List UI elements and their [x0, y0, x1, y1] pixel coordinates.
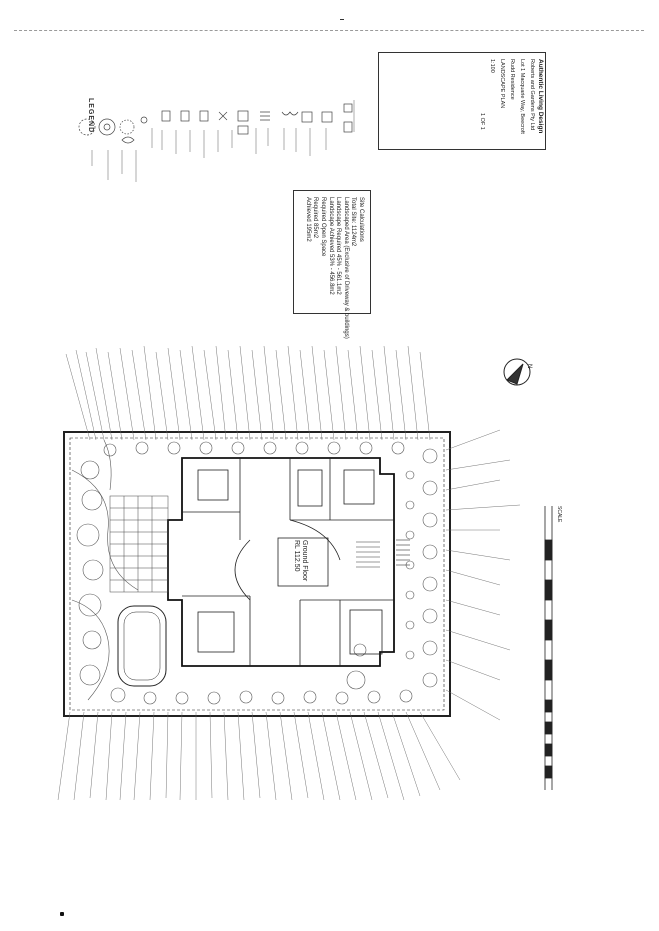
scale-bar-label: SCALE [556, 506, 562, 523]
site-note-line: Landscape Achieved 53% - 456.8m2 [327, 197, 334, 295]
east-steps [396, 539, 410, 566]
title-block-company: Authentic Living Design [537, 59, 544, 134]
site-note-line: Required 85m2 [312, 197, 319, 239]
north-arrow [503, 358, 531, 386]
title-block-scale: 1:100 [489, 59, 495, 73]
house-stair [356, 541, 380, 568]
site-note-line: Landscape Required 45% - 561.1m2 [335, 197, 342, 295]
site-note-line: Achieved 195m2 [304, 197, 311, 242]
site-note-line: Landscaped Area (Exclusive of Driveway &… [342, 197, 349, 339]
title-block: Authentic Living Design Roberts and Gard… [378, 52, 546, 150]
site-note-line: Total Site: 1124m2 [350, 197, 357, 247]
scan-mark [60, 912, 64, 916]
title-block-sheet: 1 OF 1 [479, 113, 485, 130]
scale-bar [544, 506, 553, 790]
sheet-top-rule [14, 30, 644, 31]
title-block-drawing: LANDSCAPE PLAN [499, 59, 505, 109]
title-block-client: Rudd Residence [509, 59, 515, 100]
leader-lines-south [57, 711, 461, 801]
pool [117, 605, 167, 687]
leader-lines-north [65, 345, 431, 441]
site-note-line: Site Calculations [358, 197, 364, 242]
driveway-paving [109, 495, 169, 593]
legend-text-lines [91, 100, 355, 182]
boundary-planting [76, 441, 438, 705]
leader-lines-east [445, 429, 521, 721]
legend-symbols [78, 103, 353, 144]
site-calculations-note: Site Calculations Total Site: 1124m2 Lan… [293, 190, 371, 339]
plan-centre-label: Ground Floor [301, 540, 308, 582]
title-block-project: Roberts and Gardens Pty Ltd [529, 59, 535, 131]
plan-centre-level: RL 112.50 [293, 540, 300, 572]
site-boundary [63, 431, 451, 717]
site-calculations-text: Site Calculations Total Site: 1124m2 Lan… [303, 197, 364, 339]
west-garden-curves [71, 439, 139, 701]
title-block-address: Lot 1 Macquarie Way, Beecroft [519, 59, 525, 134]
north-arrow-label: N [526, 364, 532, 369]
sheet-top-mark [340, 19, 344, 20]
site-note-line: Required Open Space [320, 197, 327, 257]
house-internal-walls [182, 458, 394, 666]
